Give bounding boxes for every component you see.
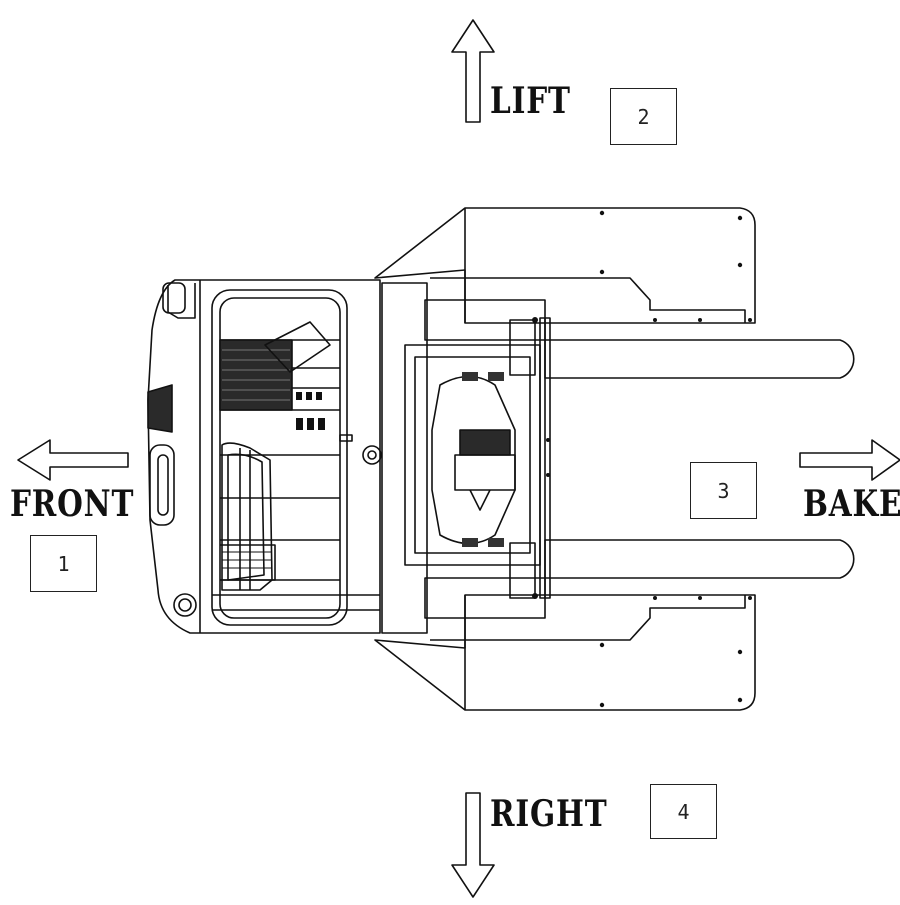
lower-fork — [544, 539, 855, 579]
front-label: FRONT — [10, 483, 135, 525]
marker-bake: 3 — [690, 462, 757, 519]
seat — [221, 442, 273, 591]
front-arrow-icon — [17, 439, 129, 481]
lift-label: LIFT — [490, 80, 571, 122]
marker-lift: 2 — [610, 88, 677, 145]
bake-arrow-icon — [799, 439, 900, 481]
marker-front: 1 — [30, 535, 97, 592]
upper-plate — [374, 207, 756, 324]
right-label: RIGHT — [490, 793, 608, 835]
right-arrow-icon — [451, 792, 495, 898]
mast-frame — [381, 282, 428, 634]
bake-label: BAKE — [803, 483, 900, 525]
lower-plate — [374, 594, 756, 711]
overhead-guard — [211, 289, 348, 626]
marker-right: 4 — [650, 784, 717, 839]
lift-arrow-icon — [451, 19, 495, 123]
upper-fork — [544, 339, 855, 379]
battery-block — [219, 339, 293, 411]
